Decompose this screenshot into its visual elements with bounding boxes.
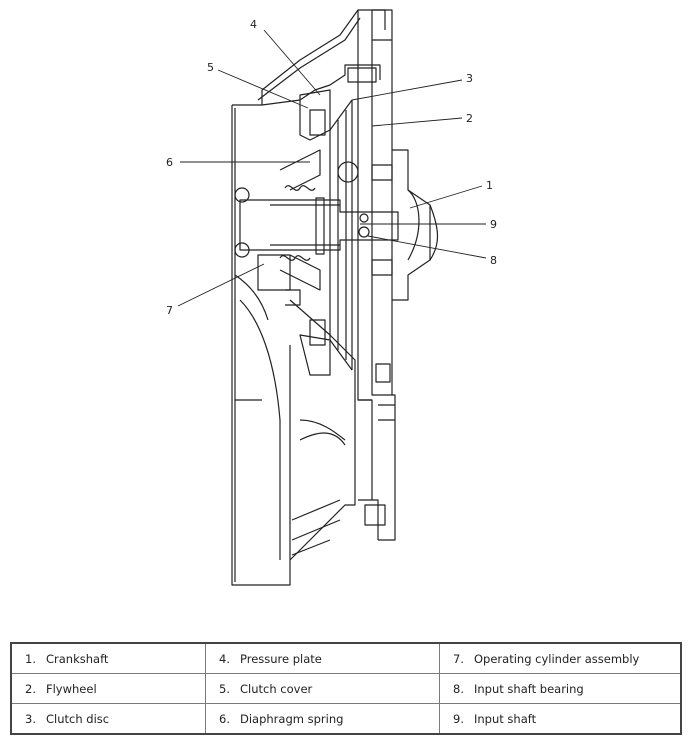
callout-9: 9 [490, 218, 497, 231]
legend-number: 3. [25, 711, 36, 726]
clutch-cross-section-diagram: 4 5 3 2 6 1 9 8 7 [166, 9, 497, 586]
legend-cell: 5. Clutch cover [205, 673, 440, 704]
leader-line-4 [263, 29, 321, 96]
leader-lines [177, 29, 487, 307]
parts-legend-table: 1. Crankshaft 4. Pressure plate 7. Operatin… [10, 642, 682, 735]
legend-number: 6. [219, 711, 230, 726]
callout-5: 5 [207, 61, 214, 74]
legend-cell: 2. Flywheel [10, 673, 206, 704]
legend-row: 2. Flywheel 5. Clutch cover 8. Input shaft … [10, 673, 682, 704]
legend-number: 5. [219, 681, 230, 696]
leader-line-1 [409, 185, 483, 209]
legend-label: Operating cylinder assembly [474, 651, 640, 666]
legend-row: 1. Crankshaft 4. Pressure plate 7. Operatin… [10, 642, 682, 674]
callout-8: 8 [490, 254, 497, 267]
legend-label: Flywheel [46, 681, 97, 696]
callout-2: 2 [466, 112, 473, 125]
legend-number: 1. [25, 651, 36, 666]
legend-label: Clutch cover [240, 681, 313, 696]
callout-1: 1 [486, 179, 493, 192]
legend-label: Pressure plate [240, 651, 322, 666]
leader-line-2 [371, 117, 463, 127]
leader-line-7 [177, 263, 265, 307]
leader-line-3 [351, 79, 463, 101]
drawing-linework [231, 9, 439, 586]
legend-number: 7. [453, 651, 464, 666]
legend-number: 2. [25, 681, 36, 696]
legend-cell: 1. Crankshaft [10, 642, 206, 674]
legend-cell: 4. Pressure plate [205, 642, 440, 674]
legend-number: 8. [453, 681, 464, 696]
legend-cell: 6. Diaphragm spring [205, 703, 440, 735]
legend-number: 4. [219, 651, 230, 666]
callout-3: 3 [466, 72, 473, 85]
legend-number: 9. [453, 711, 464, 726]
legend-label: Diaphragm spring [240, 711, 344, 726]
legend-label: Clutch disc [46, 711, 110, 726]
callout-6: 6 [166, 156, 173, 169]
callout-7: 7 [166, 304, 173, 317]
legend-cell: 7. Operating cylinder assembly [439, 642, 682, 674]
legend-cell: 8. Input shaft bearing [439, 673, 682, 704]
callout-4: 4 [250, 18, 257, 31]
leader-line-8 [367, 235, 487, 259]
legend-cell: 3. Clutch disc [10, 703, 206, 735]
legend-label: Input shaft bearing [474, 681, 584, 696]
legend-label: Crankshaft [46, 651, 109, 666]
legend-row: 3. Clutch disc 6. Diaphragm spring 9. Input… [10, 703, 682, 735]
legend-cell: 9. Input shaft [439, 703, 682, 735]
legend-label: Input shaft [474, 711, 537, 726]
leader-line-5 [217, 69, 309, 109]
